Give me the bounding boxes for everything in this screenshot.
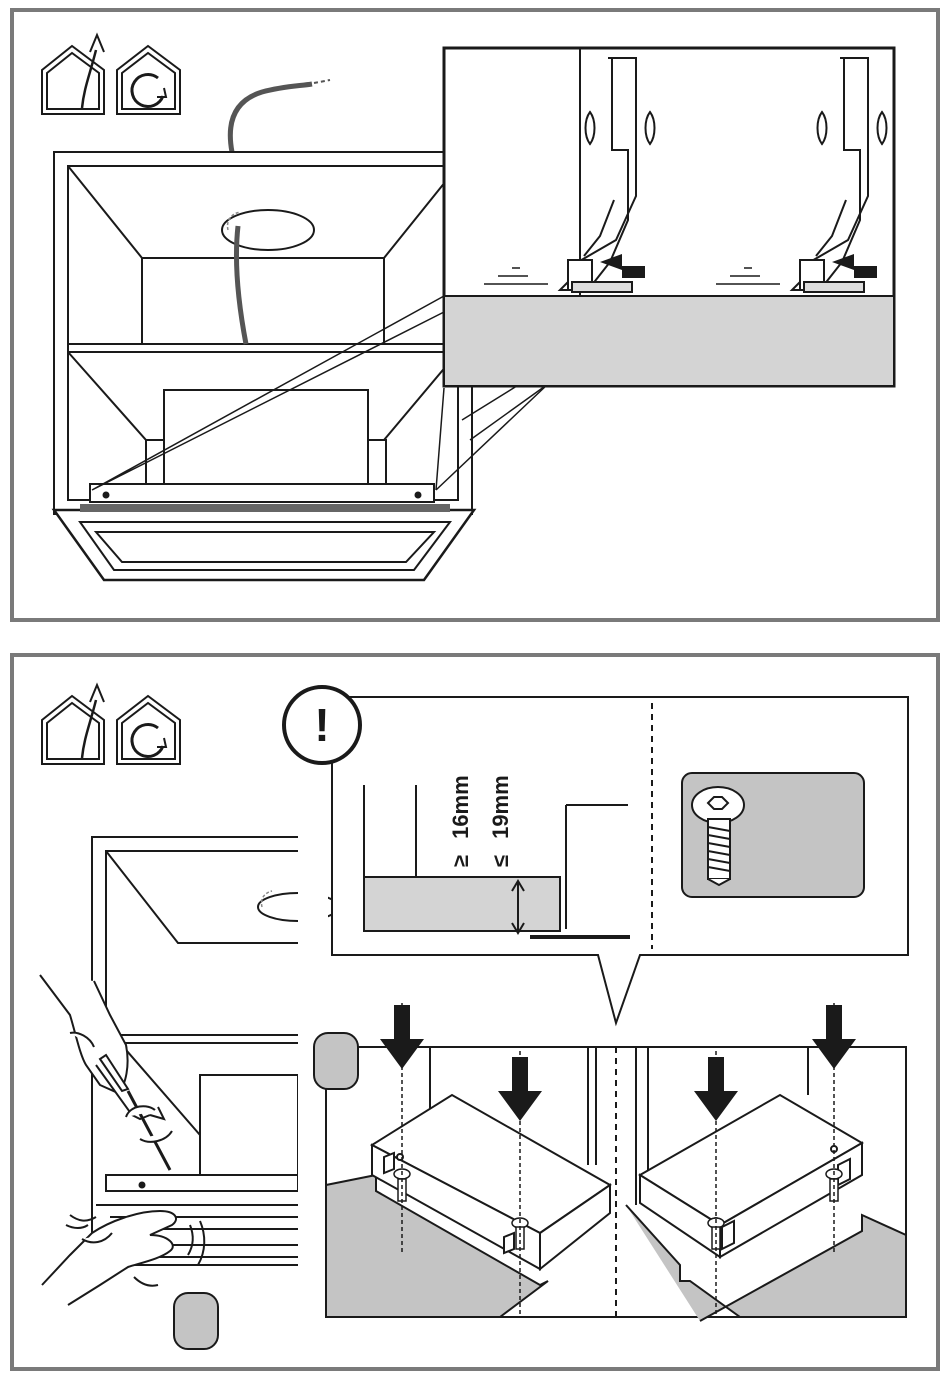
detail-callout: [444, 48, 894, 386]
step-panel-bottom: ! ≥16mm ≤19mm: [0, 645, 950, 1383]
bottom-illustration: ! ≥16mm ≤19mm: [0, 645, 950, 1383]
installation-scene: [326, 1003, 906, 1321]
step-panel-top: [0, 0, 950, 630]
hood-front-panel: [54, 504, 474, 580]
top-illustration: [0, 0, 950, 630]
step-badge: [314, 1033, 358, 1089]
wall-cabinet: [54, 152, 472, 514]
step-badge: [174, 1293, 218, 1349]
warning-symbol: !: [314, 699, 329, 751]
